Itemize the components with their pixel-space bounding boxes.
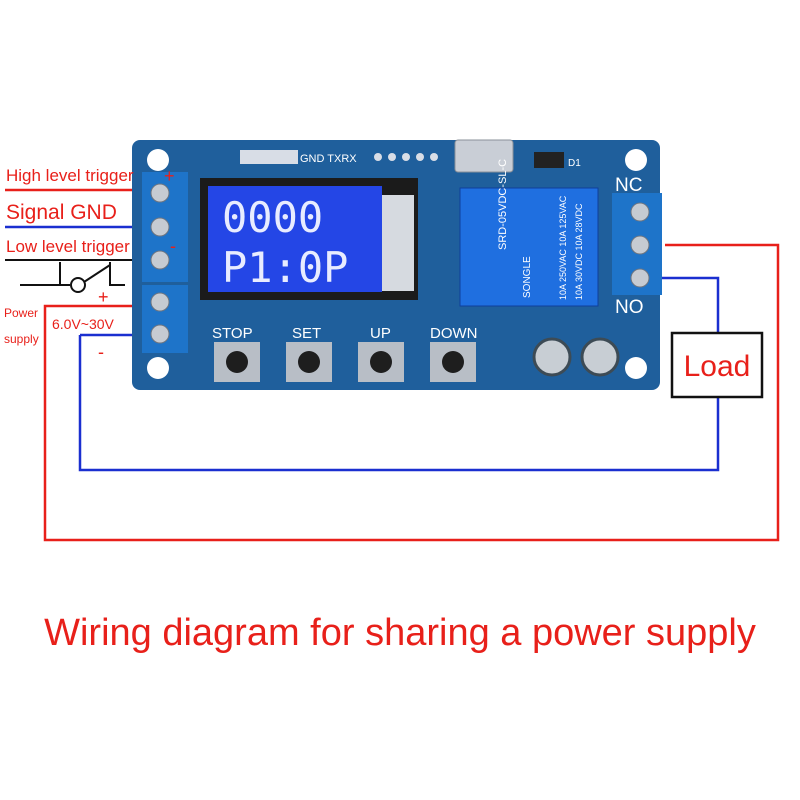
voltage-range-label: 6.0V~30V [52, 316, 115, 332]
set-button-cap[interactable] [298, 351, 320, 373]
down-button-cap[interactable] [442, 351, 464, 373]
minus-low-label: - [170, 236, 176, 256]
relay [459, 187, 599, 307]
low-level-trigger-label: Low level trigger [6, 237, 130, 256]
plus-power-label: + [98, 287, 109, 307]
supply-label: supply [4, 332, 39, 346]
lcd-screen [208, 186, 382, 292]
terminal-screw [150, 250, 170, 270]
lcd-backlight-edge [382, 195, 414, 291]
blue-return-wire [78, 335, 720, 472]
d1-label: D1 [568, 158, 581, 169]
relay-rating-2: 10A 30VDC 10A 28VDC [574, 203, 584, 300]
red-return-wire [43, 243, 780, 542]
mount-hole [625, 149, 647, 171]
blue-no-wire [640, 276, 720, 332]
no-label: NO [615, 297, 644, 318]
mount-hole [147, 357, 169, 379]
header-label: GND TXRX [300, 153, 357, 165]
signal-gnd-label: Signal GND [6, 201, 117, 224]
switch-wire-up [109, 262, 125, 286]
down-button-label: DOWN [430, 325, 478, 342]
capacitor [580, 337, 620, 377]
pad [416, 153, 424, 161]
switch-lever [83, 264, 111, 283]
diagram-caption: Wiring diagram for sharing a power suppl… [44, 612, 756, 654]
stop-button-cap[interactable] [226, 351, 248, 373]
plus-high-label: + [164, 166, 175, 186]
pad [388, 153, 396, 161]
pad [402, 153, 410, 161]
usb-connector [454, 139, 514, 173]
terminal-screw [150, 183, 170, 203]
uart-header [240, 150, 298, 164]
terminal-screw [150, 217, 170, 237]
terminal-screw [150, 324, 170, 344]
load-label: Load [684, 350, 751, 383]
set-button-label: SET [292, 325, 321, 342]
lcd-line-1: 0000 [222, 193, 323, 242]
relay-rating-1: 10A 250VAC 10A 125VAC [558, 195, 568, 300]
terminal-screw-no [630, 268, 650, 288]
lcd-line-2: P1:0P [222, 243, 348, 292]
mount-hole [147, 149, 169, 171]
terminal-screw-nc [630, 202, 650, 222]
up-button-label: UP [370, 325, 391, 342]
capacitor [532, 337, 572, 377]
switch-contact-left [70, 277, 86, 293]
stop-button-label: STOP [212, 325, 253, 342]
pad [430, 153, 438, 161]
relay-model: SRD-05VDC-SL-C [497, 159, 509, 250]
load-box [670, 331, 764, 399]
mount-hole [625, 357, 647, 379]
relay-brand: SONGLE [522, 256, 533, 298]
diode-d1 [534, 152, 564, 168]
minus-power-label: - [98, 342, 104, 362]
up-button-cap[interactable] [370, 351, 392, 373]
pad [374, 153, 382, 161]
terminal-screw [150, 292, 170, 312]
nc-label: NC [615, 175, 642, 196]
high-level-trigger-label: High level trigger [6, 166, 134, 185]
power-label: Power [4, 306, 38, 320]
terminal-screw-com [630, 235, 650, 255]
